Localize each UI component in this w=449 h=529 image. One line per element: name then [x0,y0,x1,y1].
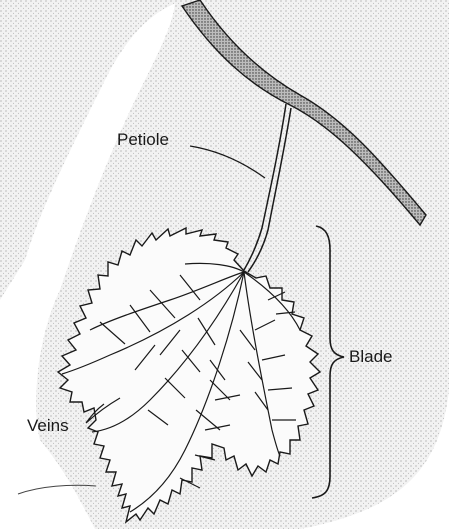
blade-label: Blade [349,348,392,365]
petiole-label: Petiole [117,131,169,148]
veins-label: Veins [27,417,69,434]
